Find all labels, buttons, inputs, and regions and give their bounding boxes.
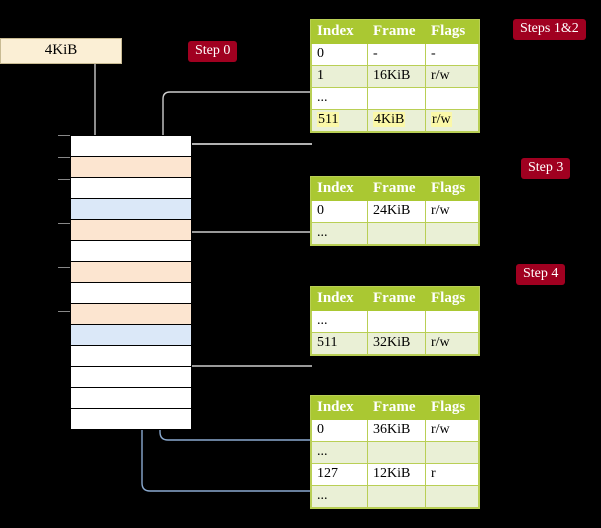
cell-index: 0 <box>311 43 368 66</box>
memory-row-0 <box>71 135 191 157</box>
cell-flags: - <box>425 43 479 66</box>
cell-flags <box>425 485 479 508</box>
memory-row-3 <box>71 198 191 220</box>
cell-flags: r/w <box>425 332 479 355</box>
memory-tick <box>58 157 70 158</box>
memory-tick <box>58 267 70 268</box>
badge-steps-1-and-2: Steps 1&2 <box>513 19 586 40</box>
memory-row-2 <box>71 177 191 199</box>
cell-frame: 24KiB <box>367 200 426 223</box>
column-header-frame: Frame <box>367 177 426 201</box>
cell-frame: 4KiB <box>367 109 426 132</box>
memory-row-1 <box>71 156 191 178</box>
cell-frame <box>367 485 426 508</box>
column-header-frame: Frame <box>367 287 426 311</box>
badge-step-4: Step 4 <box>516 264 566 285</box>
table-row: 0-- <box>311 43 479 66</box>
memory-tick <box>58 223 70 224</box>
cell-index: 1 <box>311 65 368 88</box>
column-header-flags: Flags <box>425 20 479 44</box>
column-header-index: Index <box>311 287 368 311</box>
cell-flags: r/w <box>425 109 479 132</box>
badge-step-3: Step 3 <box>521 158 571 179</box>
table-row: ... <box>311 441 479 464</box>
cell-frame <box>367 310 426 333</box>
badge-step-0: Step 0 <box>188 41 238 62</box>
memory-row-13 <box>71 408 191 430</box>
cell-index: ... <box>311 222 368 245</box>
memory-row-5 <box>71 240 191 262</box>
memory-column <box>70 135 192 430</box>
memory-row-11 <box>71 366 191 388</box>
table-row: ... <box>311 222 479 245</box>
memory-tick <box>58 179 70 180</box>
memory-row-6 <box>71 261 191 283</box>
table-row: ... <box>311 485 479 508</box>
memory-tick <box>58 135 70 136</box>
cell-index: 0 <box>311 419 368 442</box>
cell-index: ... <box>311 87 368 110</box>
column-header-flags: Flags <box>425 396 479 420</box>
cell-index: 511 <box>311 332 368 355</box>
column-header-index: Index <box>311 177 368 201</box>
memory-row-8 <box>71 303 191 325</box>
column-header-frame: Frame <box>367 20 426 44</box>
column-header-frame: Frame <box>367 396 426 420</box>
column-header-index: Index <box>311 396 368 420</box>
cell-frame: 32KiB <box>367 332 426 355</box>
cell-frame: - <box>367 43 426 66</box>
cell-flags <box>425 222 479 245</box>
cell-frame: 36KiB <box>367 419 426 442</box>
source-size-label: 4KiB <box>44 42 78 58</box>
table-row: ... <box>311 87 479 110</box>
cell-index: 0 <box>311 200 368 223</box>
cell-index: 127 <box>311 463 368 486</box>
cell-index: 511 <box>311 109 368 132</box>
memory-row-12 <box>71 387 191 409</box>
cell-flags <box>425 87 479 110</box>
memory-row-7 <box>71 282 191 304</box>
cell-flags: r/w <box>425 65 479 88</box>
memory-row-10 <box>71 345 191 367</box>
memory-row-9 <box>71 324 191 346</box>
cell-frame: 12KiB <box>367 463 426 486</box>
cell-flags <box>425 310 479 333</box>
cell-frame <box>367 87 426 110</box>
cell-index: ... <box>311 441 368 464</box>
cell-flags <box>425 441 479 464</box>
cell-flags: r/w <box>425 419 479 442</box>
cell-index: ... <box>311 485 368 508</box>
column-header-flags: Flags <box>425 177 479 201</box>
column-header-flags: Flags <box>425 287 479 311</box>
memory-tick <box>58 311 70 312</box>
cell-frame <box>367 222 426 245</box>
cell-frame: 16KiB <box>367 65 426 88</box>
memory-row-4 <box>71 219 191 241</box>
table-row: ... <box>311 310 479 333</box>
cell-frame <box>367 441 426 464</box>
source-size-box: 4KiB <box>0 38 122 64</box>
cell-index: ... <box>311 310 368 333</box>
column-header-index: Index <box>311 20 368 44</box>
cell-flags: r <box>425 463 479 486</box>
cell-flags: r/w <box>425 200 479 223</box>
